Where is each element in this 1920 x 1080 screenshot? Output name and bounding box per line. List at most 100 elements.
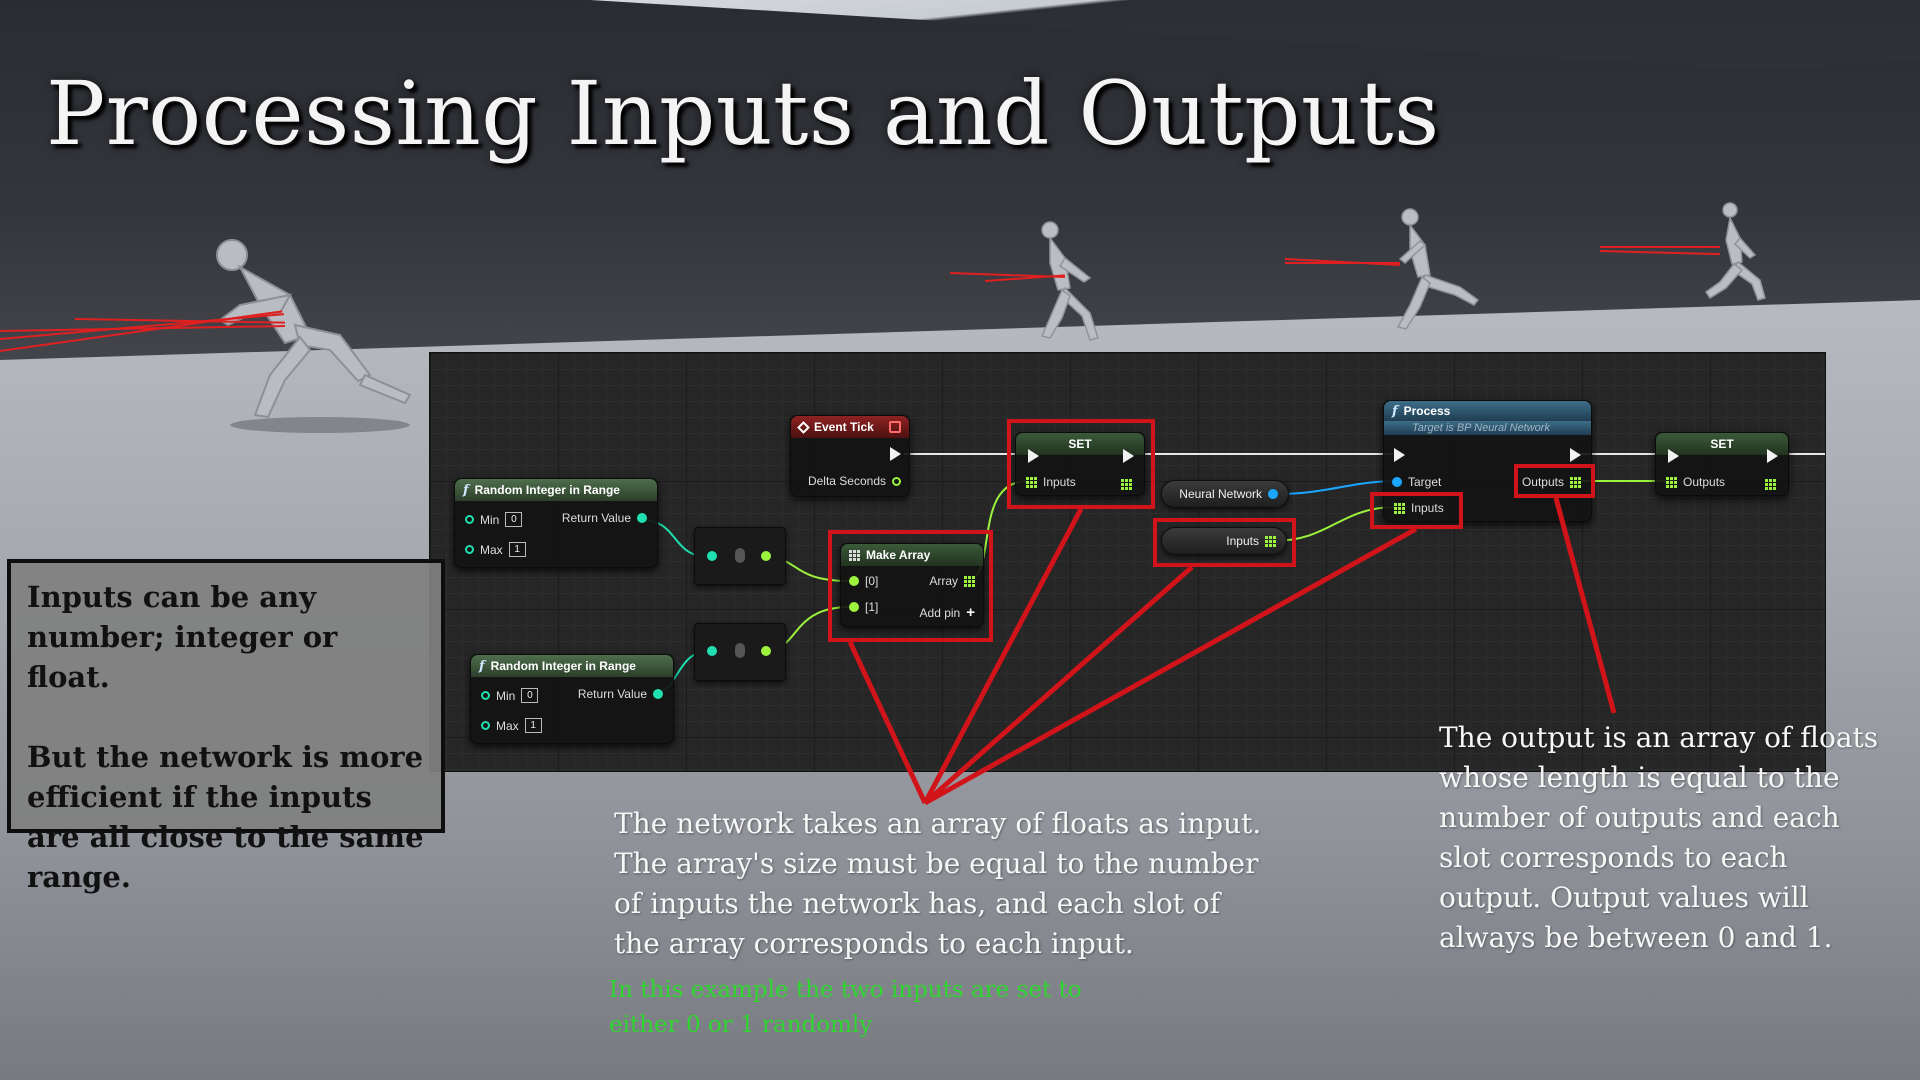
max-value-box[interactable]: 1 <box>524 718 542 733</box>
object-pin-icon <box>1392 477 1402 487</box>
function-icon: f <box>1392 403 1398 419</box>
pin-label: Outputs <box>1521 475 1564 489</box>
node-header: f Process <box>1384 401 1591 421</box>
node-header: f Random Integer in Range <box>455 479 657 501</box>
event-tick-node[interactable]: Event Tick Delta Seconds <box>790 415 910 497</box>
target-pin[interactable]: Target <box>1392 475 1441 489</box>
max-pin[interactable]: Max 1 <box>465 542 526 557</box>
pin-label: Min <box>496 688 516 703</box>
array-pin-icon <box>1265 535 1276 547</box>
exec-in-pin[interactable] <box>1668 449 1679 463</box>
add-pin-button[interactable]: Add pin + <box>920 604 975 621</box>
delegate-icon <box>889 421 901 433</box>
node-title: Random Integer in Range <box>490 659 636 673</box>
array-pin-icon <box>1026 476 1037 488</box>
min-pin[interactable]: Min 0 <box>481 688 539 703</box>
array-pin-1[interactable]: [1] <box>849 600 878 614</box>
set-outputs-node[interactable]: SET Outputs <box>1655 432 1789 496</box>
delta-seconds-pin[interactable]: Delta Seconds <box>808 474 901 488</box>
pin-label: Add pin <box>919 605 961 620</box>
pin-label: Max <box>496 718 519 733</box>
node-header: SET <box>1656 433 1788 455</box>
pin-label: Outputs <box>1683 475 1726 489</box>
float-pin-icon <box>761 551 771 561</box>
pin-label: Return Value <box>577 687 647 701</box>
int-pin-icon <box>637 513 647 523</box>
pin-label: Max <box>480 542 503 557</box>
node-title: Make Array <box>866 548 931 562</box>
float-pin-icon <box>849 576 859 586</box>
slide-title: Processing Inputs and Outputs <box>46 62 1440 165</box>
runner-figure <box>1380 205 1490 335</box>
caption-example: In this example the two inputs are set t… <box>609 977 1082 1038</box>
object-pin-icon <box>1268 489 1278 499</box>
exec-in-pin[interactable] <box>1028 449 1039 463</box>
min-pin[interactable]: Min 0 <box>465 512 523 527</box>
exec-out-pin[interactable] <box>1570 448 1581 462</box>
exec-out-pin[interactable] <box>1123 449 1134 463</box>
min-value-box[interactable]: 0 <box>521 688 539 703</box>
int-pin-icon <box>653 689 663 699</box>
node-title: Event Tick <box>814 420 874 434</box>
array-icon <box>849 549 860 561</box>
array-pin-icon <box>964 575 975 587</box>
inputs-pin[interactable]: Inputs <box>1394 501 1444 515</box>
runner-figure <box>1020 218 1130 348</box>
neural-network-variable[interactable]: Neural Network <box>1161 480 1289 508</box>
caption-outputs: The output is an array of floats whose l… <box>1439 721 1879 954</box>
runner-figure <box>1690 200 1780 310</box>
node-title: SET <box>1710 437 1734 451</box>
pin-label: [1] <box>865 600 879 614</box>
exec-in-pin[interactable] <box>1394 448 1405 462</box>
return-value-pin[interactable]: Return Value <box>578 687 663 701</box>
array-pin-icon <box>1666 476 1677 488</box>
outputs-pin[interactable]: Outputs <box>1666 475 1725 489</box>
int-pin-icon <box>481 691 490 700</box>
node-header: Make Array <box>841 544 983 566</box>
pin-label: Delta Seconds <box>807 474 886 488</box>
pin-label: Array <box>929 574 958 588</box>
random-integer-node-2[interactable]: f Random Integer in Range Min 0 Max 1 Re… <box>470 654 674 744</box>
array-pin-icon[interactable] <box>1121 479 1132 490</box>
function-icon: f <box>479 658 485 674</box>
inputs-variable[interactable]: Inputs <box>1161 527 1287 555</box>
outputs-pin[interactable]: Outputs <box>1522 475 1581 489</box>
int-pin-icon <box>465 545 474 554</box>
inputs-pin[interactable]: Inputs <box>1026 475 1076 489</box>
return-value-pin[interactable]: Return Value <box>562 511 647 525</box>
conversion-node-1[interactable] <box>694 527 786 585</box>
float-pin-icon <box>892 476 901 486</box>
pin-label: Return Value <box>561 511 631 525</box>
conversion-node-2[interactable] <box>694 623 786 681</box>
node-header: f Random Integer in Range <box>471 655 673 677</box>
int-pin-icon <box>707 646 717 656</box>
node-title: Random Integer in Range <box>474 483 620 497</box>
array-pin-icon <box>1570 476 1581 488</box>
max-pin[interactable]: Max 1 <box>481 718 542 733</box>
exec-out-pin[interactable] <box>1767 449 1778 463</box>
random-integer-node-1[interactable]: f Random Integer in Range Min 0 Max 1 Re… <box>454 478 658 568</box>
laser-line <box>1600 246 1720 248</box>
array-pin-icon <box>1394 502 1405 514</box>
exec-out-pin[interactable] <box>890 447 901 461</box>
node-title: SET <box>1068 437 1092 451</box>
node-header: Event Tick <box>791 416 909 438</box>
node-title: Process <box>1403 404 1451 418</box>
pin-label: Inputs <box>1043 475 1076 489</box>
make-array-node[interactable]: Make Array [0] [1] Array Add pin + <box>840 543 984 627</box>
array-pin-0[interactable]: [0] <box>849 574 878 588</box>
event-diamond-icon <box>797 420 810 434</box>
pin-label: Inputs <box>1411 501 1444 515</box>
array-out-pin[interactable]: Array <box>929 574 975 588</box>
caption-inputs: The network takes an array of floats as … <box>614 807 1262 960</box>
int-pin-icon <box>707 551 717 561</box>
max-value-box[interactable]: 1 <box>508 542 526 557</box>
node-subtitle: Target is BP Neural Network <box>1384 421 1591 435</box>
array-pin-icon[interactable] <box>1765 479 1776 490</box>
function-icon: f <box>463 482 469 498</box>
set-inputs-node[interactable]: SET Inputs <box>1015 432 1145 496</box>
process-node[interactable]: f Process Target is BP Neural Network Ta… <box>1383 400 1592 522</box>
min-value-box[interactable]: 0 <box>505 512 523 527</box>
pin-label: [0] <box>865 574 879 588</box>
pin-label: Target <box>1408 475 1442 489</box>
